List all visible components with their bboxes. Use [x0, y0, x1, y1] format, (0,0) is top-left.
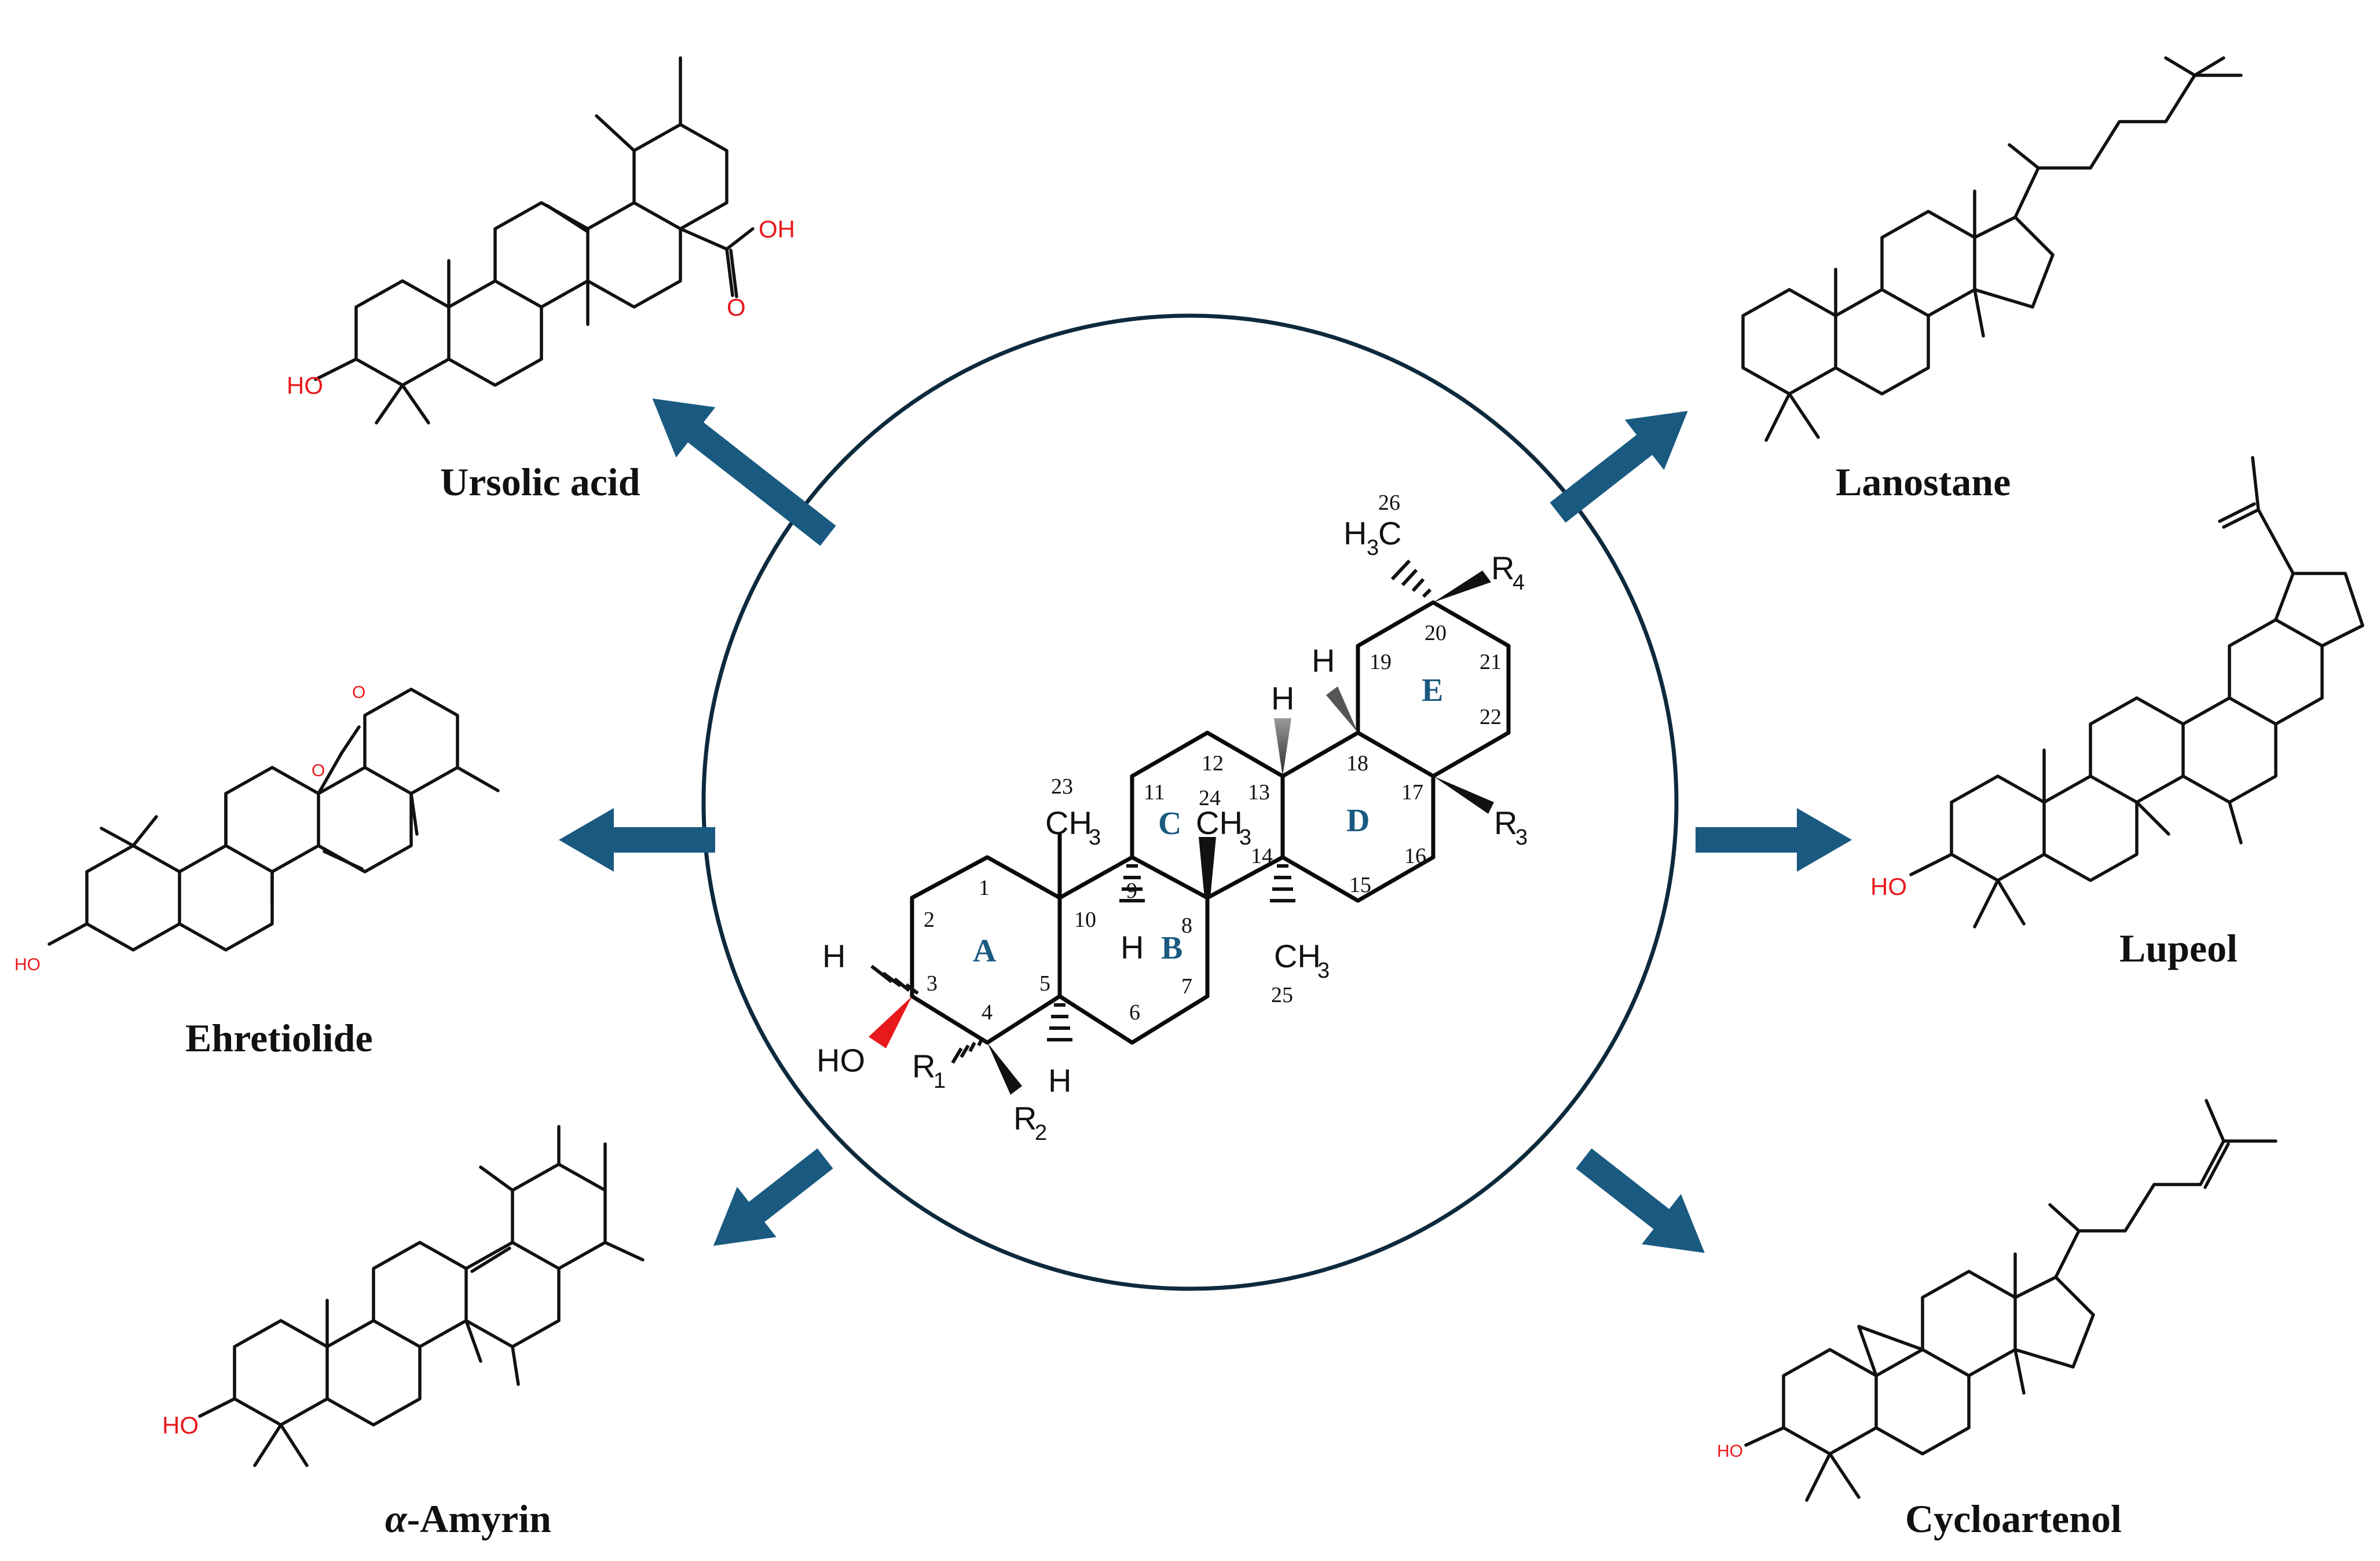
svg-text:3: 3 [1089, 825, 1101, 850]
arrow-to-ursolic-acid [652, 398, 836, 546]
lupeol-ho: HO [1870, 873, 1907, 900]
core-h18-label: H [1312, 642, 1335, 679]
ursolic-acid-structure: HO OH O [287, 56, 795, 425]
ursolic-acid-label: Ursolic acid [440, 460, 640, 504]
carbon-21: 21 [1480, 650, 1502, 674]
svg-text:C: C [1378, 515, 1401, 551]
carbon-9: 9 [1126, 879, 1137, 903]
ring-c-label: C [1158, 806, 1181, 842]
ring-d-label: D [1346, 803, 1370, 839]
core-triterpene-skeleton: A B C D E HO H H H H H R 1 R 2 R 3 R 4 C… [816, 491, 1528, 1145]
carbon-23: 23 [1051, 774, 1073, 799]
lanostane-structure [1741, 56, 2243, 442]
core-ch3-24: CH 3 [1196, 805, 1251, 850]
carbon-20: 20 [1425, 621, 1447, 645]
core-r3-label: R 3 [1494, 805, 1528, 850]
carbon-6: 6 [1129, 1000, 1140, 1025]
svg-text:H: H [1343, 515, 1367, 551]
ehretiolide-structure: HO O O [14, 683, 500, 974]
carbon-18: 18 [1346, 751, 1368, 776]
carbon-19: 19 [1370, 650, 1392, 674]
carbon-8: 8 [1181, 913, 1192, 938]
core-h5-label: H [1048, 1062, 1071, 1099]
cycloartenol-label: Cycloartenol [1905, 1497, 2122, 1541]
svg-text:3: 3 [1515, 825, 1528, 850]
core-ch3-25: CH 3 [1274, 938, 1330, 983]
core-r1-label: R 1 [912, 1048, 946, 1093]
svg-text:R: R [1491, 550, 1514, 586]
ehretiolide-o1: O [352, 683, 365, 702]
lupeol-label: Lupeol [2119, 926, 2238, 970]
lupeol-structure: HO [1870, 456, 2364, 928]
svg-text:1: 1 [933, 1069, 946, 1093]
carbon-7: 7 [1181, 974, 1192, 999]
cycloartenol-ho: HO [1717, 1442, 1743, 1461]
carbon-16: 16 [1404, 844, 1426, 868]
svg-text:R: R [1013, 1100, 1037, 1136]
carbon-10: 10 [1074, 908, 1096, 932]
core-ho-label: HO [816, 1042, 865, 1079]
carbon-14: 14 [1251, 844, 1273, 868]
arrow-to-lanostane [1550, 411, 1688, 523]
core-ch3-23: CH 3 [1045, 805, 1101, 850]
central-circle [701, 313, 1679, 1291]
carbon-24: 24 [1199, 786, 1221, 810]
ring-e-label: E [1422, 672, 1443, 708]
carbon-13: 13 [1248, 780, 1270, 805]
ehretiolide-o2: O [312, 761, 325, 780]
core-h3c-26: H 3 C [1343, 515, 1401, 560]
svg-text:CH: CH [1274, 938, 1321, 974]
ursolic-acid-ho: HO [287, 372, 323, 399]
core-r2-label: R 2 [1013, 1100, 1047, 1145]
ursolic-acid-o: O [727, 294, 746, 321]
svg-text:3: 3 [1317, 959, 1330, 983]
carbon-12: 12 [1202, 751, 1224, 776]
core-r4-label: R 4 [1491, 550, 1525, 595]
carbon-4: 4 [982, 1000, 993, 1025]
svg-text:R: R [912, 1048, 935, 1084]
arrow-to-lupeol [1696, 808, 1852, 872]
svg-text:CH: CH [1196, 805, 1243, 841]
svg-text:R: R [1494, 805, 1517, 841]
carbon-5: 5 [1039, 971, 1050, 996]
core-h9-label: H [1121, 929, 1144, 966]
ursolic-acid-oh: OH [759, 215, 795, 243]
ehretiolide-ho: HO [14, 955, 41, 974]
carbon-25: 25 [1271, 983, 1293, 1007]
svg-text:3: 3 [1367, 536, 1379, 560]
arrow-to-cycloartenol [1576, 1148, 1705, 1253]
ehretiolide-label: Ehretiolide [185, 1016, 373, 1060]
ring-b-label: B [1161, 930, 1182, 966]
arrow-to-ehretiolide [559, 808, 715, 872]
core-h13-label: H [1271, 680, 1294, 716]
carbon-26: 26 [1378, 491, 1400, 515]
carbon-17: 17 [1401, 780, 1423, 805]
cycloartenol-structure: HO [1717, 1099, 2278, 1502]
carbon-2: 2 [924, 908, 935, 932]
svg-text:CH: CH [1045, 805, 1092, 841]
carbon-15: 15 [1349, 873, 1371, 897]
svg-text:3: 3 [1239, 825, 1251, 850]
ring-a-label: A [973, 933, 997, 969]
alpha-amyrin-ho: HO [162, 1412, 199, 1439]
core-h3-label: H [822, 938, 845, 974]
alpha-amyrin-label: α-Amyrin [385, 1497, 551, 1541]
alpha-amyrin-structure: HO [162, 1125, 645, 1467]
carbon-11: 11 [1144, 780, 1165, 805]
svg-text:4: 4 [1513, 571, 1525, 595]
carbon-3: 3 [927, 971, 938, 996]
lanostane-label: Lanostane [1836, 460, 2011, 504]
svg-text:2: 2 [1035, 1121, 1047, 1145]
arrow-to-alpha-amyrin [713, 1148, 833, 1246]
carbon-1: 1 [979, 876, 990, 900]
carbon-22: 22 [1480, 705, 1502, 729]
